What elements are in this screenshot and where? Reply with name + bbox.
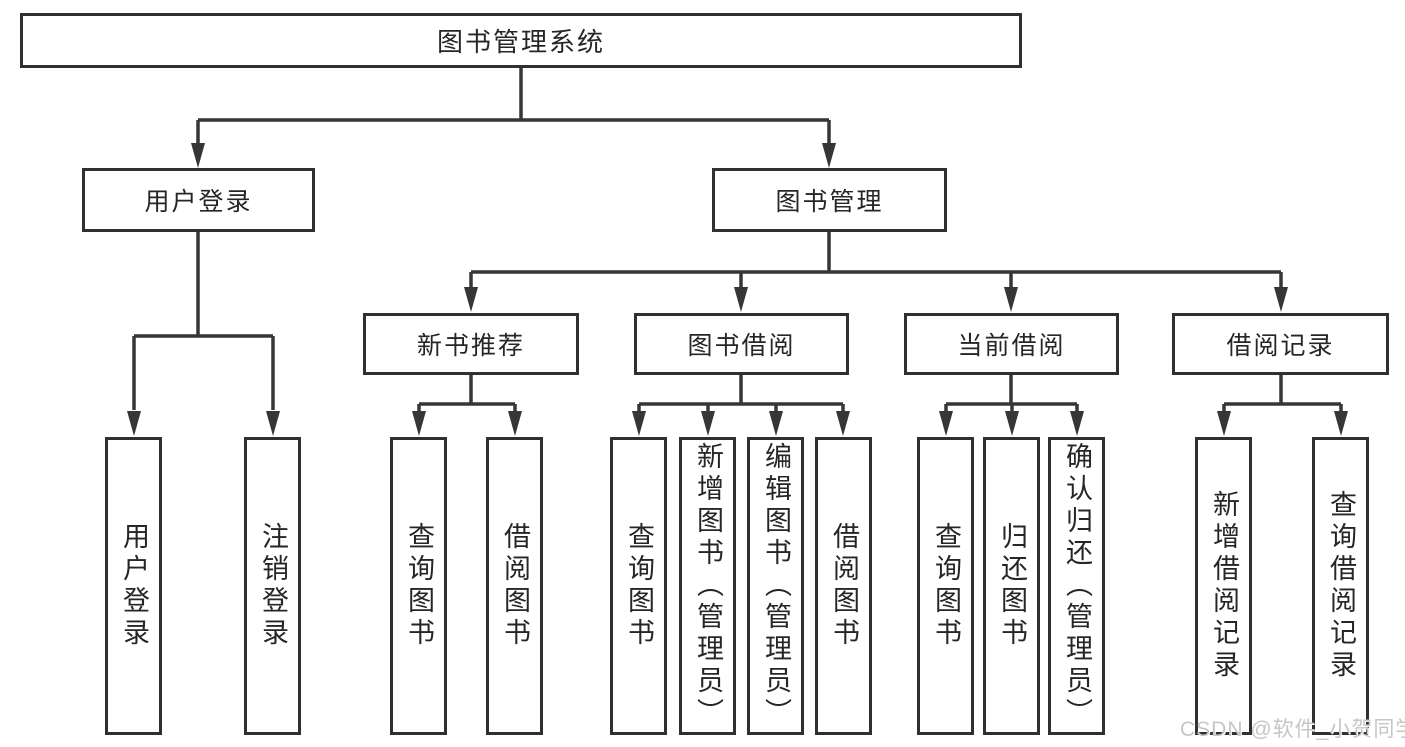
- leaf-query-borrow-record: 查询借阅记录: [1312, 437, 1369, 735]
- leaf-add-borrow-record: 新增借阅记录: [1195, 437, 1252, 735]
- leaf-query-books-recommend: 查询图书: [390, 437, 447, 735]
- leaf-add-borrow-record-label: 新增借阅记录: [1209, 490, 1239, 682]
- node-root-label: 图书管理系统: [436, 27, 605, 57]
- connector-user-login-children: [132, 232, 275, 410]
- leaf-add-book-admin: 新增图书（管理员）: [679, 437, 736, 735]
- connector-book-management-children: [469, 232, 1283, 287]
- connector-borrow-records-children: [1222, 375, 1343, 411]
- node-current-borrow: 当前借阅: [904, 313, 1119, 375]
- leaf-logout: 注销登录: [244, 437, 301, 735]
- leaf-query-books-current-label: 查询图书: [931, 522, 961, 650]
- connector-root-to-level2: [196, 68, 831, 144]
- node-book-borrow-label: 图书借阅: [687, 332, 796, 360]
- node-book-borrow: 图书借阅: [634, 313, 849, 375]
- arrowheads: [127, 143, 1348, 436]
- leaf-user-login-label: 用户登录: [119, 522, 149, 650]
- connector-current-borrow-children: [944, 375, 1079, 411]
- leaf-query-books-recommend-label: 查询图书: [404, 522, 434, 650]
- leaf-add-book-admin-label: 新增图书（管理员）: [693, 442, 723, 730]
- leaf-edit-book-admin: 编辑图书（管理员）: [747, 437, 804, 735]
- leaf-borrow-books-recommend-label: 借阅图书: [500, 522, 530, 650]
- node-borrow-records: 借阅记录: [1172, 313, 1389, 375]
- leaf-return-book-label: 归还图书: [997, 522, 1027, 650]
- connector-book-borrow-children: [637, 375, 845, 411]
- node-current-borrow-label: 当前借阅: [957, 332, 1066, 360]
- node-new-book-recommend-label: 新书推荐: [416, 332, 525, 360]
- leaf-query-borrow-record-label: 查询借阅记录: [1326, 490, 1356, 682]
- leaf-edit-book-admin-label: 编辑图书（管理员）: [761, 442, 791, 730]
- leaf-confirm-return-admin: 确认归还（管理员）: [1048, 437, 1105, 735]
- node-book-management: 图书管理: [712, 168, 947, 232]
- node-new-book-recommend: 新书推荐: [363, 313, 579, 375]
- leaf-confirm-return-admin-label: 确认归还（管理员）: [1062, 442, 1092, 730]
- leaf-query-books-borrow: 查询图书: [610, 437, 667, 735]
- csdn-watermark: CSDN @软件_小贺同学: [1180, 718, 1405, 741]
- leaf-query-books-current: 查询图书: [917, 437, 974, 735]
- leaf-return-book: 归还图书: [983, 437, 1040, 735]
- leaf-user-login: 用户登录: [105, 437, 162, 735]
- leaf-query-books-borrow-label: 查询图书: [624, 522, 654, 650]
- leaf-borrow-books-recommend: 借阅图书: [486, 437, 543, 735]
- node-borrow-records-label: 借阅记录: [1226, 332, 1335, 360]
- connector-new-book-children: [417, 375, 517, 411]
- leaf-borrow-books-2-label: 借阅图书: [829, 522, 859, 650]
- leaf-borrow-books-2: 借阅图书: [815, 437, 872, 735]
- leaf-logout-label: 注销登录: [258, 522, 288, 650]
- node-user-login: 用户登录: [82, 168, 315, 232]
- node-root-system: 图书管理系统: [20, 13, 1022, 68]
- node-book-management-label: 图书管理: [775, 188, 884, 216]
- node-user-login-label: 用户登录: [144, 188, 253, 216]
